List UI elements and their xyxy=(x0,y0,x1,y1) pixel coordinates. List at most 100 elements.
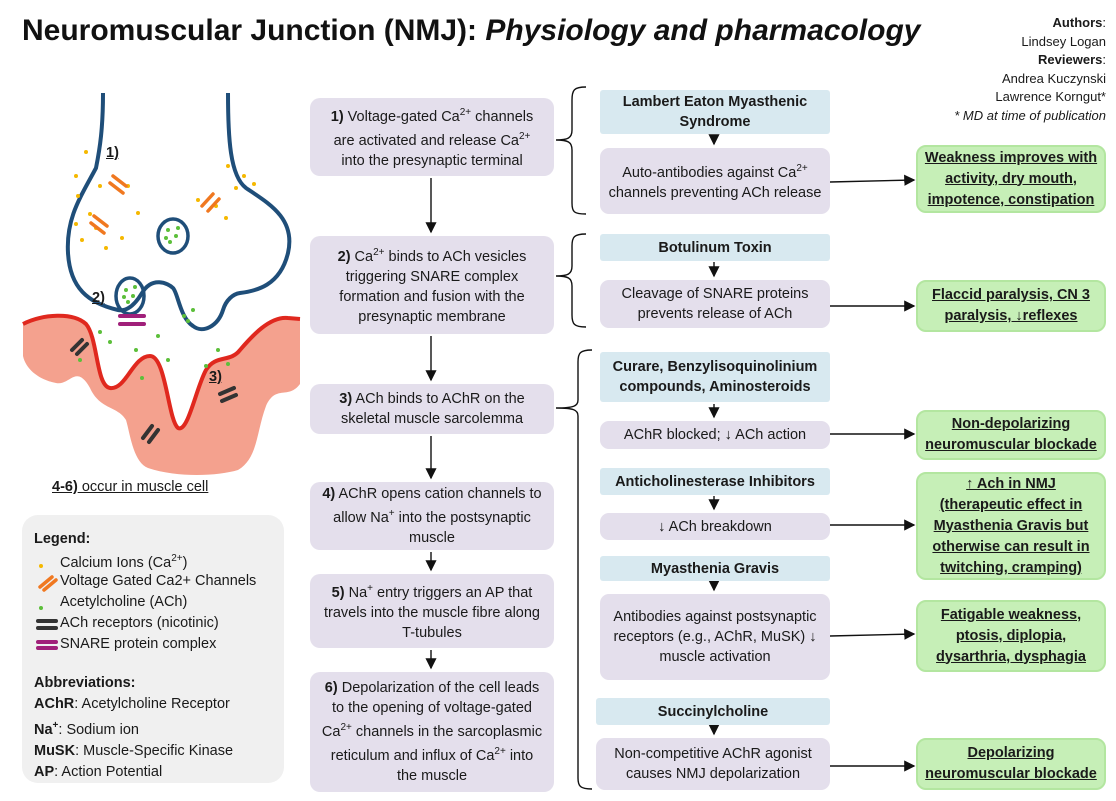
abbreviation-row: MuSK: Muscle-Specific Kinase xyxy=(34,741,272,762)
abbr-term: Na xyxy=(34,721,53,738)
result-anticholinesterase: ↑ Ach in NMJ (therapeutic effect in Myas… xyxy=(916,472,1106,580)
step-6: 6) Depolarization of the cell leads to t… xyxy=(310,672,554,792)
step-text: into the postsynaptic muscle xyxy=(394,509,531,546)
result-succinylcholine: Depolarizing neuromuscular blockade xyxy=(916,738,1106,790)
legend-item-vgcc: Voltage Gated Ca2+ Channels xyxy=(34,571,272,592)
neuron-terminal xyxy=(65,92,292,332)
step-text: Ca xyxy=(350,248,374,265)
ach-receptors xyxy=(70,338,238,444)
step-text: Na xyxy=(344,584,368,601)
result-curare: Non-depolarizing neuromuscular blockade xyxy=(916,410,1106,460)
legend-item-ach: Acetylcholine (ACh) xyxy=(34,592,272,613)
legend-item-calcium: Calcium Ions (Ca2+) xyxy=(34,550,272,571)
reviewer-name: Andrea Kuczynski xyxy=(1001,70,1106,86)
diagram-label-3: 3) xyxy=(209,369,222,385)
vgcc-channels xyxy=(89,174,221,235)
credits: Authors: Lindsey Logan Reviewers: Andrea… xyxy=(954,15,1106,123)
condition-title-anticholinesterase: Anticholinesterase Inhibitors xyxy=(600,468,830,495)
step-4: 4) AChR opens cation channels to allow N… xyxy=(310,482,554,550)
mechanism-lems: Auto-antibodies against Ca2+ channels pr… xyxy=(600,148,830,214)
step-2: 2) Ca2+ binds to ACh vesicles triggering… xyxy=(310,236,554,334)
step-5: 5) Na+ entry triggers an AP that travels… xyxy=(310,574,554,648)
abbreviation-row: AP: Action Potential xyxy=(34,762,272,783)
mechanism-succinylcholine: Non-competitive AChR agonist causes NMJ … xyxy=(596,738,830,790)
page-title: Neuromuscular Junction (NMJ): Physiology… xyxy=(22,14,920,48)
step-arrows xyxy=(425,134,916,772)
result-mg: Fatigable weakness, ptosis, diplopia, dy… xyxy=(916,600,1106,672)
abbreviation-row: Na+: Sodium ion xyxy=(34,715,272,741)
step-text: Depolarization of the cell leads to the … xyxy=(321,680,540,740)
step-sup: 2+ xyxy=(373,247,385,259)
legend-item-snare: SNARE protein complex xyxy=(34,634,272,655)
result-lems: Weakness improves with activity, dry mou… xyxy=(916,145,1106,213)
calcium-dot-icon xyxy=(34,550,60,571)
abbr-term: AP xyxy=(34,763,55,780)
abbr-term: MuSK xyxy=(34,742,76,759)
step-text: channels in the sarcoplasmic reticulum a… xyxy=(330,724,543,764)
ach-dot-icon xyxy=(34,592,60,613)
condition-title-botox: Botulinum Toxin xyxy=(600,234,830,261)
abbr-def: : Sodium ion xyxy=(58,721,139,738)
cell-note-text: occur in muscle cell xyxy=(77,479,209,495)
mechanism-mg: Antibodies against postsynaptic receptor… xyxy=(600,594,830,680)
step-number: 3) xyxy=(339,391,353,407)
vgcc-icon xyxy=(34,571,60,592)
condition-title-mg: Myasthenia Gravis xyxy=(600,556,830,581)
authors-label: Authors xyxy=(1052,15,1103,30)
step-sup: 2+ xyxy=(494,746,506,757)
step-sup: 2+ xyxy=(459,107,472,119)
step-number: 6) xyxy=(324,680,338,697)
step-sup: 2+ xyxy=(340,722,352,734)
abbr-term: AChR xyxy=(34,696,75,712)
author-name: Lindsey Logan xyxy=(1021,33,1106,49)
step-text: into the presynaptic terminal xyxy=(341,152,523,169)
legend-label: ) xyxy=(182,554,188,571)
step-text: AChR opens cation channels to allow Na xyxy=(333,486,542,526)
title-subtitle: Physiology and pharmacology xyxy=(485,14,921,47)
abbr-def: : Action Potential xyxy=(54,763,163,780)
snare-complex xyxy=(118,314,146,326)
step-1: 1) Voltage-gated Ca2+ channels are activ… xyxy=(310,98,554,176)
step-number: 5) xyxy=(331,584,345,601)
legend-panel: Legend: Calcium Ions (Ca2+) Voltage Gate… xyxy=(22,515,284,783)
step-sup: 2+ xyxy=(519,131,531,142)
muscle-cell-edge xyxy=(22,313,301,431)
nmj-illustration xyxy=(22,92,301,475)
muscle-cell-fill xyxy=(23,315,300,475)
step-text: into the muscle xyxy=(396,747,534,784)
step-number: 1) xyxy=(330,109,344,125)
legend-label: ACh receptors (nicotinic) xyxy=(60,615,219,631)
receptor-icon xyxy=(34,613,60,634)
abbr-def: : Muscle-Specific Kinase xyxy=(75,742,234,759)
step-text: binds to ACh vesicles triggering SNARE c… xyxy=(339,248,527,325)
abbr-def: : Acetylcholine Receptor xyxy=(74,696,230,712)
step-text: entry triggers an AP that travels into t… xyxy=(324,584,540,641)
condition-title-lems: Lambert Eaton Myasthenic Syndrome xyxy=(600,90,830,134)
mechanism-curare: AChR blocked; ↓ ACh action xyxy=(600,421,830,449)
released-ach xyxy=(78,330,230,380)
condition-title-text: Curare xyxy=(612,359,660,375)
title-main: Neuromuscular Junction (NMJ): xyxy=(22,14,486,47)
diagram-label-2: 2) xyxy=(92,290,105,306)
mechanism-text: channels preventing ACh release xyxy=(608,184,822,201)
legend-label: Acetylcholine (ACh) xyxy=(60,594,188,610)
condition-title-text: , Benzylisoquinolinium compounds, Aminos… xyxy=(619,359,818,395)
condition-title-curare: Curare, Benzylisoquinolinium compounds, … xyxy=(600,352,830,402)
reviewers-label: Reviewers xyxy=(1038,52,1103,67)
step-number: 4) xyxy=(322,486,336,503)
abbreviation-row: AChR: Acetylcholine Receptor xyxy=(34,694,272,715)
ach-in-vesicles xyxy=(122,226,195,323)
legend-label: Voltage Gated Ca2+ Channels xyxy=(60,573,257,589)
cell-note-prefix: 4-6) xyxy=(52,479,78,495)
reviewer-name: Lawrence Korngut* xyxy=(995,89,1106,104)
legend-heading: Legend: xyxy=(34,531,91,547)
legend-item-achr: ACh receptors (nicotinic) xyxy=(34,613,272,634)
abbreviations-heading: Abbreviations: xyxy=(34,675,136,691)
credits-note: * MD at time of publication xyxy=(954,107,1106,123)
legend-sup: 2+ xyxy=(171,552,183,564)
step-sup: + xyxy=(388,508,395,520)
step-text: channels are activated and release Ca xyxy=(333,109,534,149)
cell-note: 4-6) occur in muscle cell xyxy=(52,479,208,495)
step-text: ACh binds to AChR on the skeletal muscle… xyxy=(340,391,525,427)
